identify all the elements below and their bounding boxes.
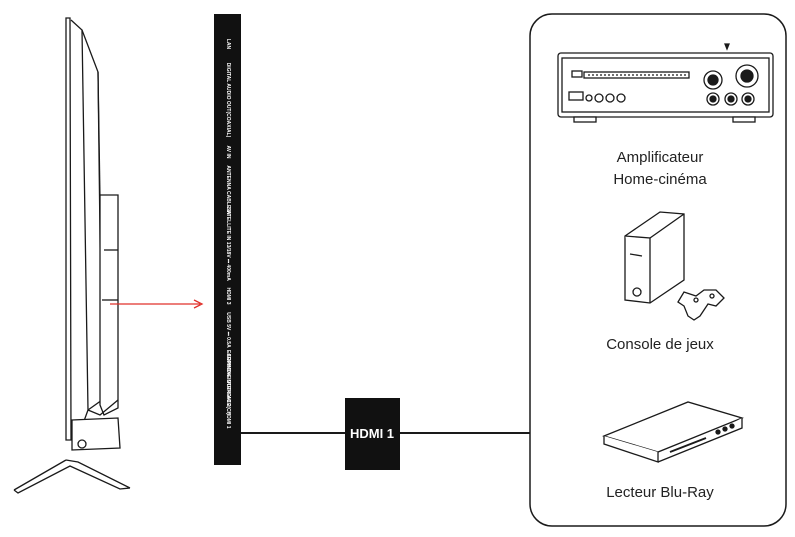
port-label-digital-audio: DIGITAL AUDIO OUT(COAXIAL) [225,63,231,138]
hdmi-cable: HDMI 1 [241,398,530,470]
amplifier-label-line1: Amplificateur [616,149,704,166]
port-label-common-interface: COMMON INTERFACE(CI) [225,353,231,415]
port-label-antenna: ANTENNA CABLE IN [225,165,231,215]
amplifier-icon [557,43,774,123]
tv-side-view [13,17,131,494]
bluray-label: Lecteur Blu-Ray [560,482,760,504]
hdmi-connector [345,398,400,470]
console-label-line1: Console de jeux [606,336,714,353]
port-labels: LAN DIGITAL AUDIO OUT(COAXIAL) AV IN ANTENN… [225,39,231,429]
port-label-hdmi1: HDMI 1 [225,412,231,429]
port-label-earphone: EARPHONE OUT [225,350,231,390]
port-label-av-in: AV IN [225,146,231,159]
port-label-lan: LAN [225,39,231,50]
game-console-icon [624,211,725,321]
hdmi-cable-label: HDMI 1 [350,426,394,441]
port-label-hdmi3: HDMI 3 [225,288,231,305]
connector-panel [214,14,241,465]
port-label-satellite: SATELLITE IN 13/18V ⎓ 400mA [225,207,231,281]
console-label: Console de jeux [560,334,760,356]
port-label-usb: USB 5V ⎓ 0.5A [225,312,231,348]
red-arrow [110,299,204,309]
amplifier-label: Amplificateur Home-cinéma [560,147,760,191]
bluray-label-line1: Lecteur Blu-Ray [606,484,714,501]
port-label-hdmi2: HDMI 2 [225,390,231,407]
bluray-player-icon [602,401,744,463]
amplifier-label-line2: Home-cinéma [613,171,707,188]
